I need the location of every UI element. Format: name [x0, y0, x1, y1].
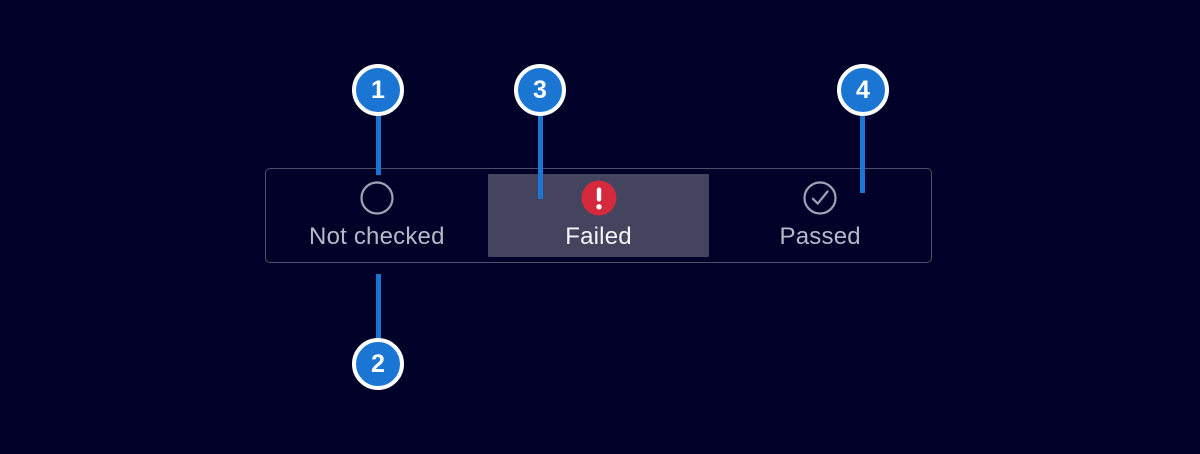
- callout-number-3: 3: [533, 75, 547, 104]
- callout-number-4: 4: [856, 75, 870, 104]
- callout-number-2: 2: [371, 349, 385, 378]
- error-filled-icon: [581, 180, 617, 216]
- segment-label-failed: Failed: [565, 223, 632, 250]
- callout-number-1: 1: [371, 75, 385, 104]
- callout-badge-2: 2: [352, 338, 404, 390]
- callout-line-3: [538, 116, 543, 199]
- segment-label-not-checked: Not checked: [309, 223, 445, 250]
- status-segmented-control: Not checked Failed Passed: [265, 168, 932, 263]
- callout-badge-4: 4: [837, 64, 889, 116]
- circle-outline-icon: [359, 180, 395, 216]
- callout-line-1: [376, 116, 381, 175]
- callout-badge-1: 1: [352, 64, 404, 116]
- segment-failed[interactable]: Failed: [487, 174, 710, 257]
- segment-label-passed: Passed: [779, 223, 861, 250]
- callout-line-4: [860, 116, 865, 193]
- segment-passed[interactable]: Passed: [709, 169, 931, 262]
- check-circle-icon: [802, 180, 838, 216]
- callout-line-2: [376, 274, 381, 338]
- callout-badge-3: 3: [514, 64, 566, 116]
- segment-not-checked[interactable]: Not checked: [266, 169, 488, 262]
